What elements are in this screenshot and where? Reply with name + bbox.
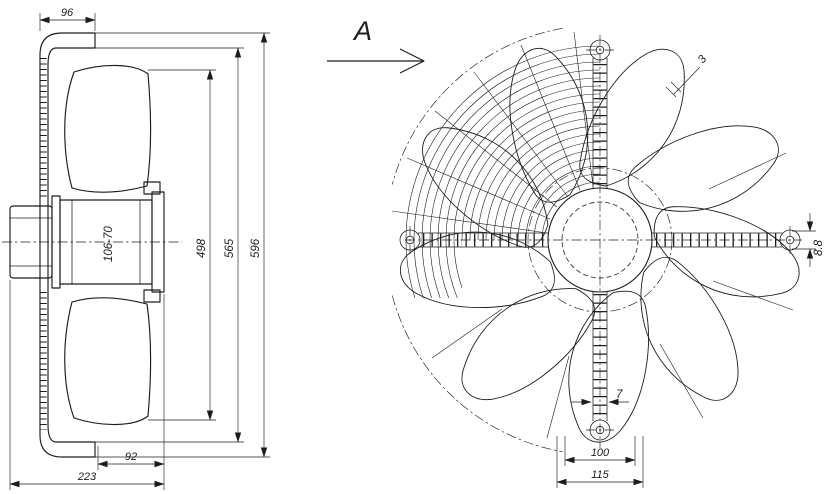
front-view: 3 8.8 7 100 115 bbox=[327, 16, 825, 488]
dim-hole-spacing: 100 bbox=[564, 436, 636, 466]
dim-text-blade-thickness: 3 bbox=[696, 53, 710, 66]
dim-mouth-opening: 565 bbox=[95, 47, 244, 443]
side-view: 106-70 96 498 565 596 bbox=[2, 7, 270, 490]
blade-bottom-side bbox=[64, 297, 152, 426]
dim-text-overall-depth: 223 bbox=[77, 471, 97, 483]
view-label: A bbox=[352, 16, 372, 46]
dim-text-bracket-width: 115 bbox=[591, 469, 609, 481]
view-indicator: A bbox=[327, 16, 425, 74]
blade-clamp-top bbox=[143, 181, 161, 195]
dim-blade-diameter: 498 bbox=[148, 69, 216, 421]
dim-overall-height: 596 bbox=[95, 32, 270, 458]
dim-hub-depth: 92 bbox=[97, 294, 165, 470]
dim-slot-width: 7 bbox=[571, 389, 629, 406]
dim-text-pad-offset: 8.8 bbox=[813, 239, 825, 256]
guard-pitch-arc-bottom bbox=[391, 295, 563, 453]
blade-top-side bbox=[64, 64, 152, 193]
dim-flange-depth: 96 bbox=[39, 7, 96, 31]
dim-text-overall-height: 596 bbox=[250, 238, 262, 258]
hub-model-label: 106-70 bbox=[103, 226, 115, 262]
dim-overall-depth: 223 bbox=[9, 280, 165, 490]
dim-text-slot-width: 7 bbox=[616, 389, 623, 401]
blade-clamp-bottom bbox=[143, 289, 161, 303]
grill-spokes bbox=[391, 31, 794, 439]
dim-text-flange-depth: 96 bbox=[61, 7, 74, 19]
dim-pad-offset: 8.8 bbox=[792, 213, 825, 267]
dim-bracket-width: 115 bbox=[556, 436, 644, 488]
dim-text-mouth-opening: 565 bbox=[224, 238, 236, 258]
dim-blade-thickness: 3 bbox=[665, 53, 710, 98]
dim-text-hub-depth: 92 bbox=[125, 451, 137, 463]
guard-pitch-arc-top bbox=[391, 27, 563, 185]
dim-text-hole-spacing: 100 bbox=[591, 447, 610, 459]
view-arrow-head bbox=[399, 48, 425, 74]
dim-text-blade-diameter: 498 bbox=[196, 238, 208, 258]
